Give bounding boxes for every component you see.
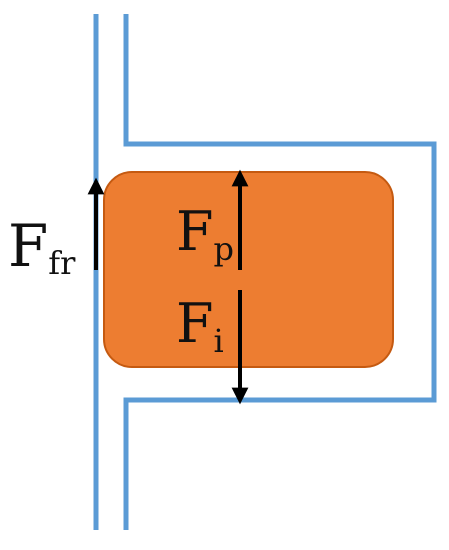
pressure-force-label: Fp: [176, 200, 234, 268]
friction-force-subscript: fr: [48, 244, 76, 282]
right-channel-wall: [123, 14, 437, 530]
channel-walls: [93, 14, 437, 530]
pressure-force-symbol: F: [176, 200, 213, 263]
friction-force-label: Ffr: [8, 212, 76, 282]
inertia-force-symbol: F: [176, 292, 213, 355]
block: [103, 171, 394, 368]
inertia-force-subscript: i: [213, 322, 223, 360]
friction-force-symbol: F: [8, 212, 48, 280]
pressure-force-subscript: p: [213, 230, 233, 268]
inertia-force-label: Fi: [176, 292, 224, 360]
